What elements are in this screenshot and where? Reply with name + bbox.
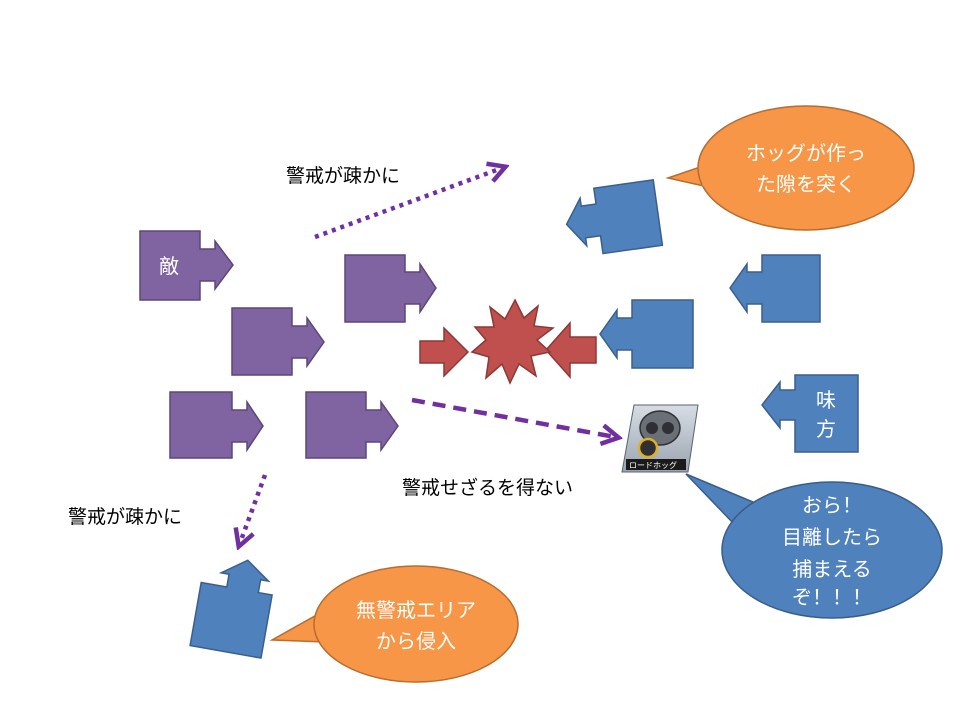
enemy-unit <box>344 254 437 323</box>
alert-label-left: 警戒が疎かに <box>68 506 182 528</box>
bubble-text-line2: た隙を突く <box>756 172 856 196</box>
bubble-text-line2: から侵入 <box>376 629 456 653</box>
alert-label-top: 警戒が疎かに <box>286 165 400 187</box>
speech-bubble-top-right: ホッグが作っ た隙を突く <box>665 105 915 231</box>
ally-unit-flanking-left <box>189 559 273 659</box>
dotted-arrow-bottom-left <box>240 474 268 543</box>
hero-name-tag: ロードホッグ <box>629 460 677 470</box>
enemy-unit <box>231 307 325 376</box>
roadhog-portrait-icon: ロードホッグ <box>621 404 699 473</box>
ally-unit <box>729 254 821 323</box>
ally-label-line1: 味 <box>816 388 836 412</box>
enemy-label: 敵 <box>159 254 179 278</box>
enemy-unit <box>169 391 264 459</box>
ally-unit <box>599 299 694 369</box>
speech-bubble-bottom-left: 無警戒エリア から侵入 <box>269 565 519 683</box>
dotted-arrow-top <box>314 168 502 240</box>
explosion-icon <box>470 298 555 385</box>
ally-unit-flanking-top <box>565 179 664 255</box>
enemy-unit <box>305 391 399 459</box>
ally-label-line2: 方 <box>816 417 836 441</box>
clash-arrow-right <box>419 326 470 378</box>
alert-label-center: 警戒せざるを得ない <box>402 476 573 499</box>
clash-arrow-left <box>544 321 597 379</box>
bubble-text-line4: ぞ！！！ <box>792 585 872 609</box>
dashed-arrow-to-hog <box>411 397 615 437</box>
bubble-text-line1: ホッグが作っ <box>746 141 866 165</box>
speech-bubble-bottom-right: おら！ 目離したら 捕まえる ぞ！！！ <box>685 473 943 619</box>
bubble-text-line1: おら！ <box>802 493 862 517</box>
ally-unit-label: 味 方 <box>761 374 859 453</box>
bubble-text-line1: 無警戒エリア <box>356 598 476 622</box>
bubble-text-line2: 目離したら <box>782 525 882 549</box>
bubble-text-line3: 捕まえる <box>792 557 871 581</box>
enemy-unit-label: 敵 <box>139 230 234 301</box>
